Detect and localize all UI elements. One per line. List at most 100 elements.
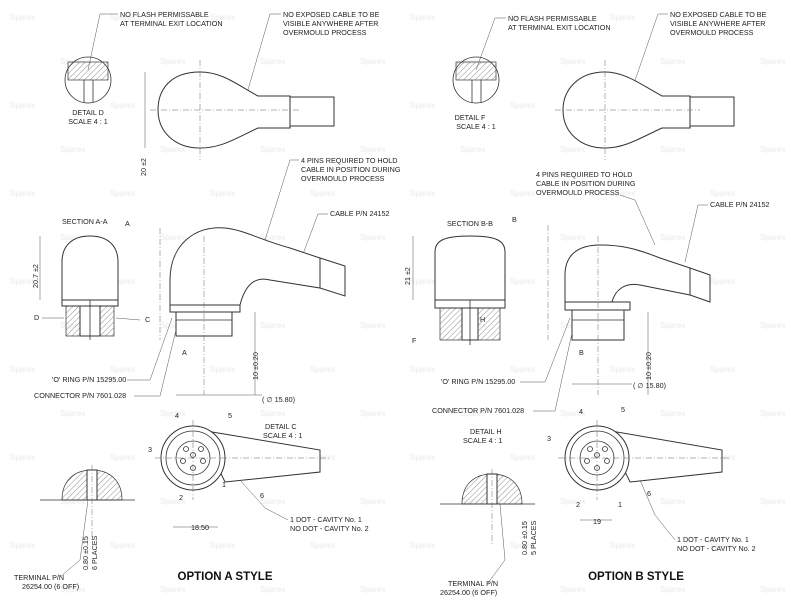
note-cable-line3: OVERMOULD PROCESS (670, 28, 754, 37)
watermark-text: Sparex (510, 541, 535, 550)
watermark-text: Sparex (710, 277, 735, 286)
dim-height: 20 ±2 (139, 158, 148, 176)
side-view-b: 10 ±0.20 ( ∅ 15.80) (547, 225, 711, 395)
cable-pn-label: CABLE P/N 24152 (710, 200, 770, 209)
leader-line (87, 13, 118, 71)
terminal-pn-1: TERMINAL P/N (14, 573, 64, 582)
watermark-text: Sparex (760, 145, 785, 154)
watermark-text: Sparex (110, 189, 135, 198)
watermark-text: Sparex (110, 13, 135, 22)
detail-f-view: DETAIL F SCALE 4 : 1 (452, 56, 500, 131)
watermark-text: Sparex (310, 365, 335, 374)
note-pins-line3: OVERMOULD PROCESS (301, 174, 385, 183)
option-a-panel: NO FLASH PERMISSABLE AT TERMINAL EXIT LO… (14, 10, 401, 591)
cavity-note-1: 1 DOT - CAVITY No. 1 (677, 535, 749, 544)
watermark-text: Sparex (560, 57, 585, 66)
leader-line (264, 159, 299, 241)
watermark-text: Sparex (410, 189, 435, 198)
watermark-text: Sparex (710, 365, 735, 374)
section-marker-top: A (125, 219, 130, 228)
detail-h-scale: SCALE 4 : 1 (463, 436, 503, 445)
label-c: C (145, 315, 150, 324)
watermark-text: Sparex (60, 585, 85, 594)
watermark-text: Sparex (10, 13, 35, 22)
section-label: SECTION A-A (62, 217, 108, 226)
watermark-text: Sparex (210, 365, 235, 374)
watermark-text: Sparex (760, 409, 785, 418)
section-a-view: 20.7 ±2 D C (31, 235, 150, 340)
note-flash-line1: NO FLASH PERMISSABLE (508, 14, 597, 23)
watermark-text: Sparex (660, 497, 685, 506)
note-pins-line1: 4 PINS REQUIRED TO HOLD (301, 156, 397, 165)
dim-width: 19 (593, 517, 601, 526)
section-b-view: 21 ±2 F H (403, 235, 506, 345)
watermark-text: Sparex (360, 321, 385, 330)
watermark-text: Sparex (260, 233, 285, 242)
watermark-text: Sparex (160, 497, 185, 506)
section-marker-top: B (512, 215, 517, 224)
connector-label: CONNECTOR P/N 7601.028 (34, 391, 126, 400)
watermark-text: Sparex (310, 13, 335, 22)
oring-label: 'O' RING P/N 15295.00 (441, 377, 515, 386)
watermark-text: Sparex (760, 57, 785, 66)
watermark-text: Sparex (660, 233, 685, 242)
note-cable-line3: OVERMOULD PROCESS (283, 28, 367, 37)
watermark-text: Sparex (460, 145, 485, 154)
watermark-text: Sparex (360, 57, 385, 66)
option-a-title: OPTION A STYLE (178, 571, 273, 583)
watermark-text: Sparex (60, 57, 85, 66)
watermark-text: Sparex (610, 13, 635, 22)
watermark-text: Sparex (310, 453, 335, 462)
terminal-detail-b: 0.80 ±0.15 5 PLACES TERMINAL P/N 26254.0… (440, 469, 538, 597)
watermark-text: Sparex (410, 541, 435, 550)
watermark-text: Sparex (160, 585, 185, 594)
section-label: SECTION B-B (447, 219, 493, 228)
watermark-text: Sparex (660, 585, 685, 594)
section-marker-bottom: A (182, 348, 187, 357)
note-flash-line1: NO FLASH PERMISSABLE (120, 10, 209, 19)
watermark-text: Sparex (710, 189, 735, 198)
watermark-text: Sparex (410, 453, 435, 462)
leader-line (475, 17, 506, 71)
watermark-text: Sparex (560, 145, 585, 154)
watermark-text: Sparex (110, 453, 135, 462)
pin-label-4: 4 (579, 407, 583, 416)
watermark-text: Sparex (760, 233, 785, 242)
dim-terminal-1: 0.80 ±0.15 (81, 536, 90, 570)
watermark-text: Sparex (760, 321, 785, 330)
watermark-text: Sparex (310, 541, 335, 550)
bulb-top-view: 20 ±2 (139, 60, 335, 176)
watermark-text: Sparex (510, 277, 535, 286)
cable-pn-label: CABLE P/N 24152 (330, 209, 390, 218)
note-pins-line2: CABLE IN POSITION DURING (301, 165, 401, 174)
dim-section-height: 21 ±2 (403, 267, 412, 285)
watermark-text: Sparex (410, 101, 435, 110)
cavity-note-2: NO DOT - CAVITY No. 2 (290, 524, 369, 533)
leader-line (127, 317, 173, 381)
watermark-text: Sparex (310, 189, 335, 198)
pin-label-5: 5 (228, 411, 232, 420)
watermark-text: Sparex (460, 409, 485, 418)
leader-line (639, 479, 676, 541)
leader-line (487, 503, 506, 584)
connector-label: CONNECTOR P/N 7601.028 (432, 406, 524, 415)
pin-label-3: 3 (547, 434, 551, 443)
watermark-text: Sparex (410, 13, 435, 22)
watermark-text: Sparex (160, 321, 185, 330)
pin-label-3: 3 (148, 445, 152, 454)
dim-terminal-2: 5 PLACES (529, 520, 538, 555)
watermark-text: Sparex (710, 541, 735, 550)
leader-line (684, 204, 708, 263)
watermark-text: Sparex (10, 277, 35, 286)
watermark-text: Sparex (710, 13, 735, 22)
watermark-text: Sparex (660, 409, 685, 418)
watermark-text: Sparex (710, 453, 735, 462)
watermark-text: Sparex (210, 189, 235, 198)
watermark-text: Sparex (110, 101, 135, 110)
watermark-text: Sparex (260, 57, 285, 66)
watermark-text: Sparex (210, 13, 235, 22)
dim-diameter: ( ∅ 15.80) (633, 381, 666, 390)
watermark-text: Sparex (110, 365, 135, 374)
dim-terminal-1: 0.80 ±0.15 (520, 521, 529, 555)
